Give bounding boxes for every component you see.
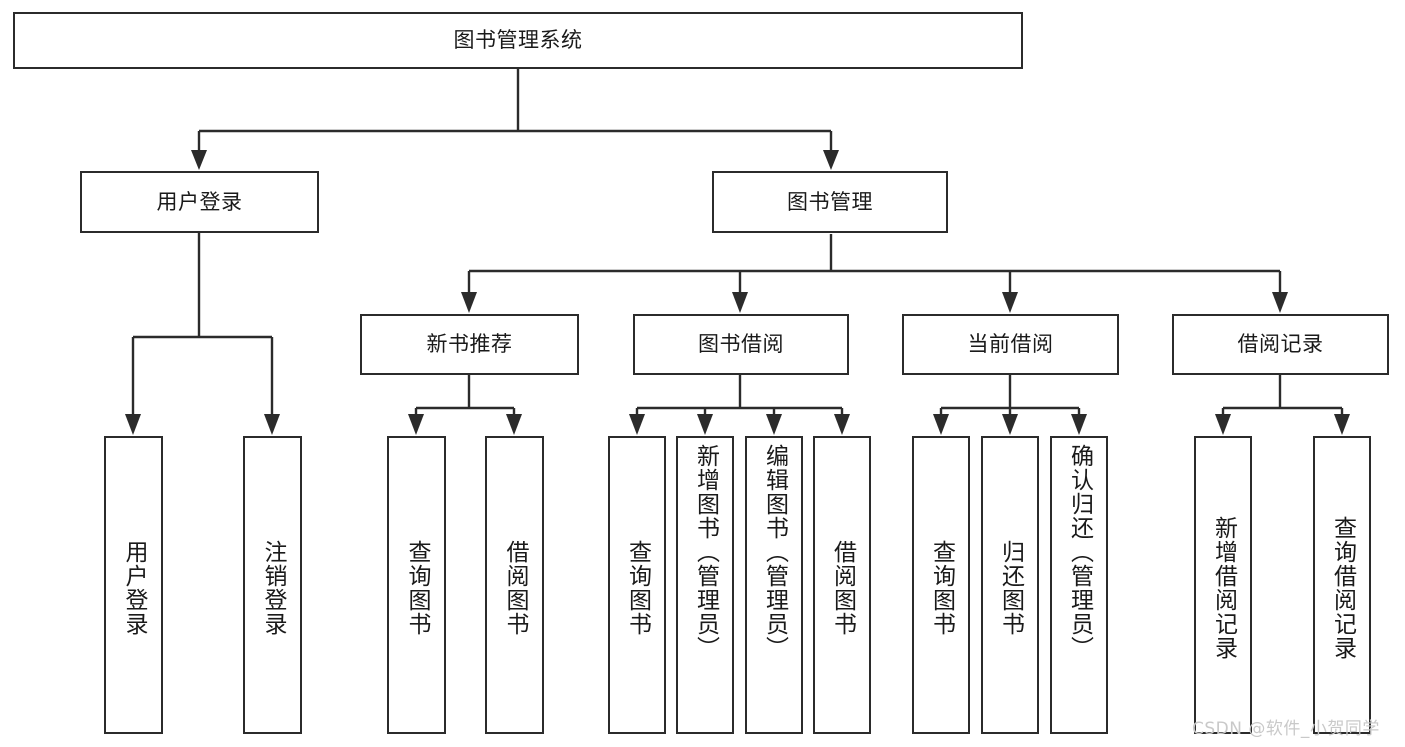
arrowhead-bb-leaf4 bbox=[834, 414, 850, 435]
node-current-borrow[interactable]: 当前借阅 bbox=[902, 314, 1119, 375]
leaf-borrow-book[interactable]: 借阅图书 bbox=[813, 436, 871, 734]
leaf-query-borrow-record[interactable]: 查询借阅记录 bbox=[1313, 436, 1371, 734]
node-label: 借阅图书 bbox=[829, 540, 856, 636]
arrowhead-nb-leaf1 bbox=[408, 414, 424, 435]
arrowhead-leaf-user-login bbox=[125, 414, 141, 435]
arrowhead-br-leaf2 bbox=[1334, 414, 1350, 435]
arrowhead-cb-leaf1 bbox=[933, 414, 949, 435]
arrowhead-book-borrow bbox=[732, 292, 748, 313]
node-label: 注销登录 bbox=[260, 540, 286, 636]
leaf-edit-book-admin[interactable]: 编辑图书（管理员） bbox=[745, 436, 803, 734]
arrowhead-borrow-record bbox=[1272, 292, 1288, 313]
node-label: 编辑图书（管理员） bbox=[761, 444, 788, 660]
leaf-query-book-borrow[interactable]: 查询图书 bbox=[608, 436, 666, 734]
node-new-book-recommend[interactable]: 新书推荐 bbox=[360, 314, 579, 375]
node-user-login[interactable]: 用户登录 bbox=[80, 171, 319, 233]
arrowhead-cb-leaf2 bbox=[1002, 414, 1018, 435]
arrowhead-leaf-logout bbox=[264, 414, 280, 435]
node-label: 用户登录 bbox=[156, 189, 243, 214]
node-label: 借阅图书 bbox=[502, 540, 528, 636]
node-label: 用户登录 bbox=[121, 540, 147, 636]
arrowhead-book-mgmt bbox=[823, 150, 839, 170]
node-label: 新增借阅记录 bbox=[1210, 516, 1237, 660]
arrowhead-cb-leaf3 bbox=[1071, 414, 1087, 435]
node-label: 查询图书 bbox=[928, 540, 955, 636]
leaf-user-login[interactable]: 用户登录 bbox=[104, 436, 163, 734]
node-label: 查询图书 bbox=[624, 540, 651, 636]
arrowhead-nb-leaf2 bbox=[506, 414, 522, 435]
arrowhead-current-borrow bbox=[1002, 292, 1018, 313]
arrowhead-bb-leaf1 bbox=[629, 414, 645, 435]
node-book-borrow[interactable]: 图书借阅 bbox=[633, 314, 849, 375]
node-book-management[interactable]: 图书管理 bbox=[712, 171, 948, 233]
arrowhead-br-leaf1 bbox=[1215, 414, 1231, 435]
arrowhead-user-login bbox=[191, 150, 207, 170]
arrowhead-bb-leaf2 bbox=[697, 414, 713, 435]
node-borrow-record[interactable]: 借阅记录 bbox=[1172, 314, 1389, 375]
node-label: 归还图书 bbox=[997, 540, 1024, 636]
node-label: 图书管理系统 bbox=[453, 28, 583, 53]
node-label: 新书推荐 bbox=[426, 332, 513, 357]
leaf-return-book[interactable]: 归还图书 bbox=[981, 436, 1039, 734]
leaf-logout[interactable]: 注销登录 bbox=[243, 436, 302, 734]
leaf-borrow-book-recommend[interactable]: 借阅图书 bbox=[485, 436, 544, 734]
node-label: 查询图书 bbox=[404, 540, 430, 636]
leaf-add-book-admin[interactable]: 新增图书（管理员） bbox=[676, 436, 734, 734]
node-label: 查询借阅记录 bbox=[1329, 516, 1356, 660]
node-label: 图书管理 bbox=[787, 189, 873, 214]
node-label: 确认归还（管理员） bbox=[1066, 444, 1093, 660]
arrowhead-bb-leaf3 bbox=[766, 414, 782, 435]
arrowhead-new-book bbox=[461, 292, 477, 313]
leaf-query-book-current[interactable]: 查询图书 bbox=[912, 436, 970, 734]
node-label: 图书借阅 bbox=[698, 332, 784, 357]
leaf-confirm-return-admin[interactable]: 确认归还（管理员） bbox=[1050, 436, 1108, 734]
leaf-query-book-recommend[interactable]: 查询图书 bbox=[387, 436, 446, 734]
leaf-add-borrow-record[interactable]: 新增借阅记录 bbox=[1194, 436, 1252, 734]
node-root-book-management-system[interactable]: 图书管理系统 bbox=[13, 12, 1023, 69]
node-label: 借阅记录 bbox=[1237, 332, 1324, 357]
node-label: 新增图书（管理员） bbox=[692, 444, 719, 660]
node-label: 当前借阅 bbox=[967, 332, 1054, 357]
